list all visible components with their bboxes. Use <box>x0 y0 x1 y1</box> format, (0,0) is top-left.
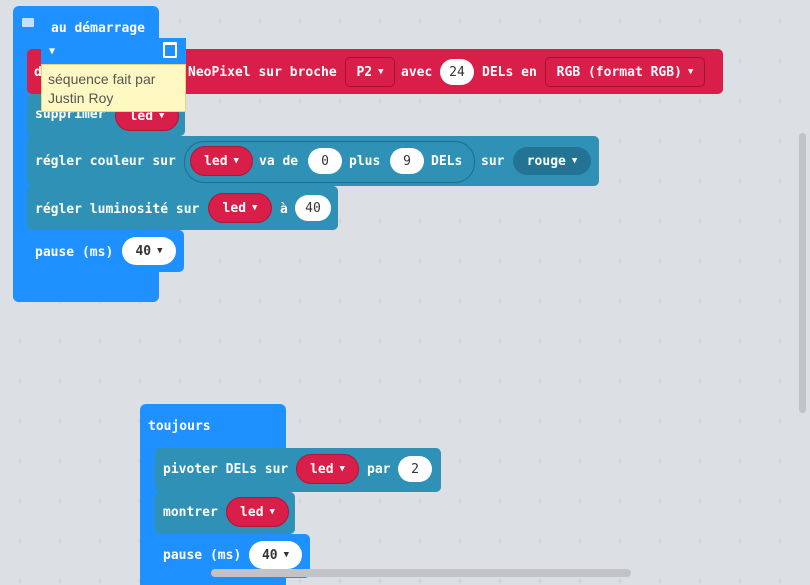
brightness-var-dropdown[interactable]: led ▼ <box>208 193 272 223</box>
pause-label: pause (ms) <box>35 245 114 260</box>
set-color-on-label: sur <box>481 154 505 169</box>
pin-value: P2 <box>356 64 373 80</box>
chevron-down-icon: ▼ <box>378 67 384 77</box>
range-dels-label: DELs <box>431 154 463 169</box>
forever-pause-value: 40 <box>261 547 278 563</box>
chevron-down-icon: ▼ <box>283 550 290 560</box>
pause-dropdown[interactable]: 40 ▼ <box>122 237 176 265</box>
forever-pause-label: pause (ms) <box>163 548 242 563</box>
chevron-down-icon: ▼ <box>159 111 165 121</box>
brightness-block[interactable] <box>27 186 338 230</box>
rotate-input[interactable]: 2 <box>398 456 432 482</box>
led-count-input[interactable]: 24 <box>440 59 474 85</box>
set-color-label: régler couleur sur <box>35 154 176 169</box>
trash-icon[interactable] <box>163 42 177 58</box>
chevron-down-icon: ▼ <box>571 156 578 166</box>
comment-icon[interactable] <box>22 18 34 27</box>
comment-line1: séquence fait par <box>48 71 156 87</box>
forever-pause-dropdown[interactable]: 40 ▼ <box>249 541 302 569</box>
range-plus-label: plus <box>349 154 381 169</box>
pause-value: 40 <box>135 243 152 259</box>
range-var-dropdown[interactable]: led ▼ <box>190 146 253 176</box>
rotate-label: pivoter DELs sur <box>163 462 289 477</box>
comment-box[interactable]: séquence fait par Justin Roy <box>41 64 186 112</box>
rotate-by-label: par <box>367 462 391 477</box>
range-count-input[interactable]: 9 <box>390 148 424 174</box>
chevron-down-icon: ▼ <box>252 203 258 213</box>
show-var-value: led <box>240 504 264 520</box>
clear-var-value: led <box>129 108 154 124</box>
rotate-var-dropdown[interactable]: led ▼ <box>296 454 359 484</box>
color-value: rouge <box>526 153 566 169</box>
range-from-label: va de <box>259 154 299 169</box>
range-var-value: led <box>204 153 228 169</box>
brightness-label: régler luminosité sur <box>35 202 200 217</box>
range-from-input[interactable]: 0 <box>308 148 342 174</box>
chevron-down-icon: ▼ <box>269 507 275 517</box>
color-dropdown[interactable]: rouge ▼ <box>513 147 591 175</box>
show-var-dropdown[interactable]: led ▼ <box>226 497 289 527</box>
vertical-scrollbar[interactable] <box>799 133 806 413</box>
comment-header[interactable] <box>41 38 186 64</box>
forever-title: toujours <box>148 419 211 434</box>
collapse-icon[interactable]: ▼ <box>49 46 56 57</box>
neopixel-leds-label: DELs en <box>482 65 537 80</box>
chevron-down-icon: ▼ <box>157 246 163 256</box>
neopixel-prefix: d <box>34 65 42 80</box>
on-start-foot <box>13 272 159 302</box>
rotate-var-value: led <box>310 461 334 477</box>
brightness-var-value: led <box>222 200 247 216</box>
brightness-input[interactable]: 40 <box>295 195 331 221</box>
chevron-down-icon: ▼ <box>233 156 239 166</box>
show-label: montrer <box>163 505 218 520</box>
mode-dropdown[interactable]: RGB (format RGB) ▼ <box>545 57 705 87</box>
mode-value: RGB (format RGB) <box>556 64 682 80</box>
comment-line2: Justin Roy <box>48 90 114 106</box>
chevron-down-icon: ▼ <box>339 464 345 474</box>
pin-dropdown[interactable]: P2 ▼ <box>345 57 395 87</box>
neopixel-with-label: avec <box>401 65 433 80</box>
neopixel-pin-label: NeoPixel sur broche <box>188 65 337 80</box>
brightness-to-label: à <box>280 202 288 217</box>
horizontal-scrollbar[interactable] <box>211 569 631 577</box>
chevron-down-icon: ▼ <box>687 67 694 77</box>
on-start-title: au démarrage <box>51 21 145 36</box>
